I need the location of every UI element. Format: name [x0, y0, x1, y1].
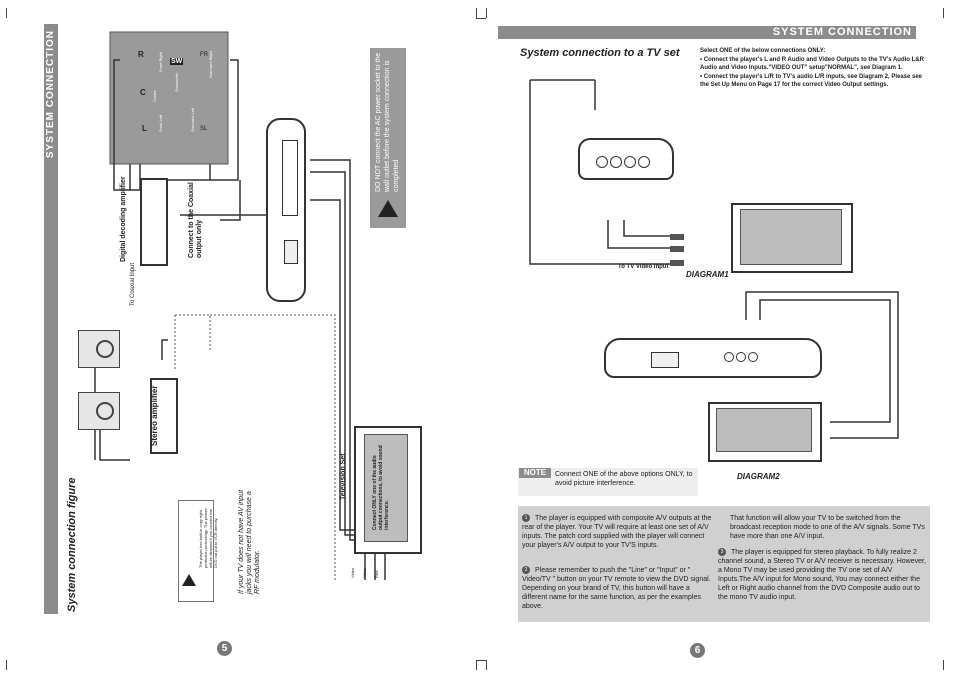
coaxial-note: Connect to the Coaxial output only	[188, 182, 203, 258]
speaker-subwoofer: Subwoofer	[174, 72, 179, 92]
page-title: System connection to a TV set	[520, 47, 680, 59]
ac-warning-text: DO NOT connect the AC power socket to th…	[375, 52, 400, 192]
info-paragraph-3: That function will allow your TV to be s…	[730, 515, 925, 540]
digital-decoding-amplifier	[140, 178, 168, 266]
number-badge: 1	[522, 514, 530, 523]
player-jack	[748, 352, 758, 362]
player-power-socket	[284, 240, 298, 264]
section-header: SYSTEM CONNECTION	[772, 26, 912, 38]
dvd-player	[266, 118, 306, 302]
speaker-front-right: Front Right	[158, 52, 163, 72]
digital-amp-label: Digital decoding amplifier	[120, 176, 127, 262]
stereo-amp-label: Stereo amplifier	[150, 385, 159, 446]
speaker-surround-left: Surround Left	[190, 107, 195, 132]
section-header-bar	[44, 24, 58, 614]
speaker-label-c: C	[140, 88, 146, 97]
crop-mark	[476, 660, 486, 661]
player-jack-panel	[282, 140, 298, 216]
tv-screen	[740, 209, 842, 265]
diagram2-caption: DIAGRAM2	[737, 472, 780, 481]
speaker-front-left: Front Left	[158, 114, 163, 132]
page-number: 6	[690, 643, 705, 658]
warning-icon	[378, 200, 398, 217]
crop-mark	[476, 18, 486, 19]
speaker-center: Center	[152, 89, 157, 102]
instruction-line: Select ONE of the below connections ONLY…	[700, 48, 826, 54]
diagram1-wiring	[529, 79, 899, 439]
speaker-label-fr: FR	[200, 52, 208, 58]
tv-video-input-label: To TV Video Input	[618, 264, 669, 270]
speaker-cone	[96, 402, 114, 420]
speaker-surround-right: Surround Right	[208, 51, 213, 78]
tv-input-red: Red	[374, 570, 379, 578]
rca-plug	[670, 260, 684, 266]
player-jack	[724, 352, 734, 362]
tv-screen	[716, 408, 812, 452]
tv-input-white: White	[362, 567, 367, 578]
section-header: SYSTEM CONNECTION	[45, 30, 56, 159]
speaker-cone	[96, 340, 114, 358]
tv-input-video: Video	[350, 567, 355, 578]
instruction-line: • Connect the player's L and R Audio and…	[700, 56, 924, 72]
speaker-label-r: R	[138, 50, 144, 59]
dvd-player-diagram2	[604, 338, 822, 378]
speaker-label-sw: SW	[170, 58, 184, 65]
warning-icon	[182, 574, 196, 586]
tv-label: Television Set	[340, 453, 347, 500]
player-jack	[596, 156, 608, 168]
coaxial-input-label: To Coaxial Input	[130, 262, 136, 306]
rca-plug	[670, 246, 684, 252]
copy-protect-note: The player has built-in copy right prote…	[198, 508, 218, 568]
crop-mark	[6, 8, 7, 18]
crop-mark	[943, 660, 944, 670]
instructions: Select ONE of the below connections ONLY…	[700, 47, 930, 90]
diagram1-caption: DIAGRAM1	[686, 270, 729, 279]
number-badge: 2	[522, 566, 530, 575]
number-badge: 3	[718, 548, 726, 557]
rf-note: If your TV does not have AV input jacks …	[238, 489, 261, 594]
stereo-amplifier	[150, 378, 178, 454]
info-box	[518, 506, 930, 622]
player-jack	[736, 352, 746, 362]
instruction-line: • Connect the player's L/R to TV's audio…	[700, 73, 923, 89]
crop-mark	[476, 8, 477, 18]
rca-plug	[670, 234, 684, 240]
tv-screen	[364, 434, 408, 542]
crop-mark	[486, 660, 487, 670]
player-jack	[624, 156, 636, 168]
copy-protect-box	[178, 500, 214, 602]
note-text: Connect ONE of the above options ONLY, t…	[555, 471, 693, 487]
note-label: NOTE	[519, 468, 551, 478]
crop-mark	[476, 660, 477, 670]
player-power-socket	[651, 352, 679, 368]
section-header-bar: SYSTEM CONNECTION	[498, 26, 916, 39]
player-jack	[610, 156, 622, 168]
crop-mark	[6, 660, 7, 670]
player-jack	[638, 156, 650, 168]
page-number: 5	[217, 641, 232, 656]
tv-screen-text: Connect ONLY one of the audio output con…	[372, 445, 390, 530]
crop-mark	[943, 8, 944, 18]
speaker-label-sl: SL	[200, 126, 208, 132]
crop-mark	[486, 8, 487, 18]
speaker-label-l: L	[142, 124, 147, 133]
ac-power-warning	[370, 48, 406, 228]
